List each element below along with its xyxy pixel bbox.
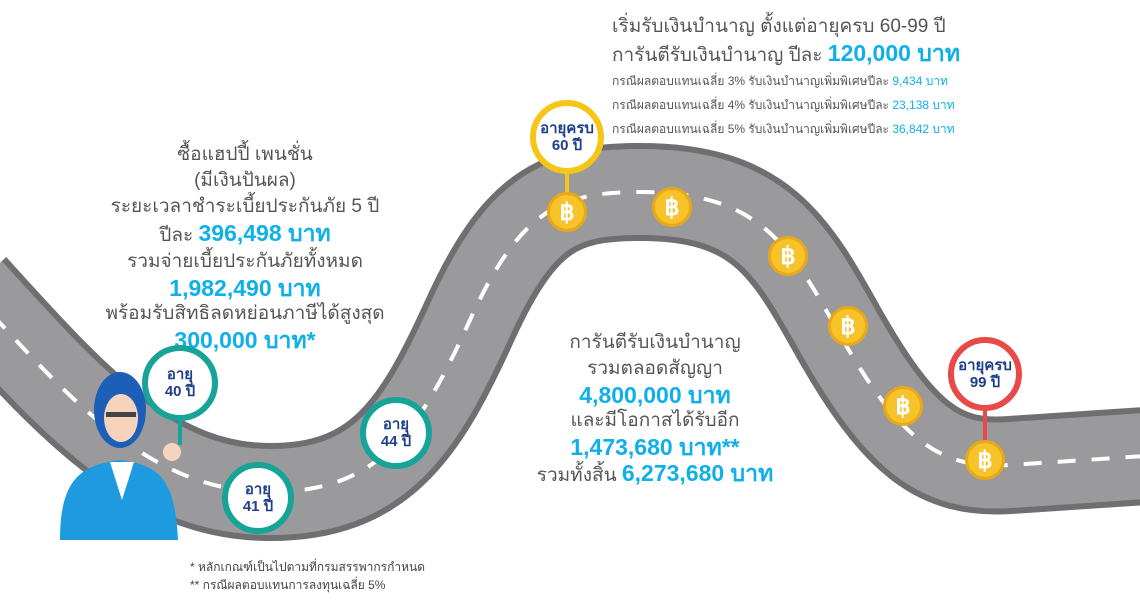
guaranteed-label: การันตีรับเงินบำนาญ bbox=[569, 332, 741, 353]
payment-period: ระยะเวลาชำระเบี้ยประกันภัย 5 ปี bbox=[110, 196, 380, 217]
coin-icon: ฿ bbox=[965, 440, 1005, 480]
footnote-2: ** กรณีผลตอบแทนการลงทุนเฉลี่ย 5% bbox=[190, 578, 386, 592]
guaranteed-value: 120,000 บาท bbox=[827, 40, 960, 66]
woman-illustration bbox=[60, 372, 181, 540]
product-name: ซื้อแฮปปี้ เพนชั่น bbox=[177, 144, 313, 165]
case-5-value: 36,842 บาท bbox=[892, 122, 955, 136]
case-3-value: 9,434 บาท bbox=[892, 74, 948, 88]
case-3-text: กรณีผลตอบแทนเฉลี่ย 3% รับเงินบำนาญเพิ่มพ… bbox=[612, 74, 889, 88]
contract-label: รวมตลอดสัญญา bbox=[587, 358, 723, 379]
tax-deduction: 300,000 บาท* bbox=[174, 327, 316, 353]
footnote-1: * หลักเกณฑ์เป็นไปตามที่กรมสรรพากรกำหนด bbox=[190, 560, 426, 574]
case-5-text: กรณีผลตอบแทนเฉลี่ย 5% รับเงินบำนาญเพิ่มพ… bbox=[612, 122, 889, 136]
total-label: รวมจ่ายเบี้ยประกันภัยทั้งหมด bbox=[127, 251, 363, 272]
case-4-value: 23,138 บาท bbox=[892, 98, 955, 112]
case-4-text: กรณีผลตอบแทนเฉลี่ย 4% รับเงินบำนาญเพิ่มพ… bbox=[612, 98, 889, 112]
tax-label: พร้อมรับสิทธิลดหย่อนภาษีได้สูงสุด bbox=[105, 303, 385, 324]
pension-info: เริ่มรับเงินบำนาญ ตั้งแต่อายุครบ 60-99 ป… bbox=[612, 14, 960, 141]
coin-icon: ฿ bbox=[828, 306, 868, 346]
guaranteed-label: การันตีรับเงินบำนาญ ปีละ bbox=[612, 45, 823, 66]
badge-age-44: อายุ44 ปี bbox=[360, 397, 432, 469]
premium-info: ซื้อแฮปปี้ เพนชั่น (มีเงินปันผล) ระยะเวล… bbox=[95, 142, 395, 353]
total-benefit-info: การันตีรับเงินบำนาญ รวมตลอดสัญญา 4,800,0… bbox=[520, 330, 790, 489]
guaranteed-total: 4,800,000 บาท bbox=[579, 382, 731, 408]
annual-label: ปีละ bbox=[159, 225, 194, 246]
badge-age-41: อายุ41 ปี bbox=[222, 462, 294, 534]
grand-total: 6,273,680 บาท bbox=[621, 460, 774, 486]
pension-start: เริ่มรับเงินบำนาญ ตั้งแต่อายุครบ 60-99 ป… bbox=[612, 16, 946, 37]
extra-value: 1,473,680 บาท** bbox=[570, 434, 740, 460]
extra-label: และมีโอกาสได้รับอีก bbox=[570, 410, 740, 431]
product-type: (มีเงินปันผล) bbox=[194, 170, 296, 191]
badge-age-40: อายุ40 ปี bbox=[142, 345, 218, 421]
total-premium: 1,982,490 บาท bbox=[169, 275, 321, 301]
annual-premium: 396,498 บาท bbox=[198, 220, 331, 246]
grand-total-label: รวมทั้งสิ้น bbox=[536, 465, 617, 486]
coin-icon: ฿ bbox=[768, 236, 808, 276]
coin-icon: ฿ bbox=[547, 192, 587, 232]
coin-icon: ฿ bbox=[883, 386, 923, 426]
coin-icon: ฿ bbox=[652, 187, 692, 227]
